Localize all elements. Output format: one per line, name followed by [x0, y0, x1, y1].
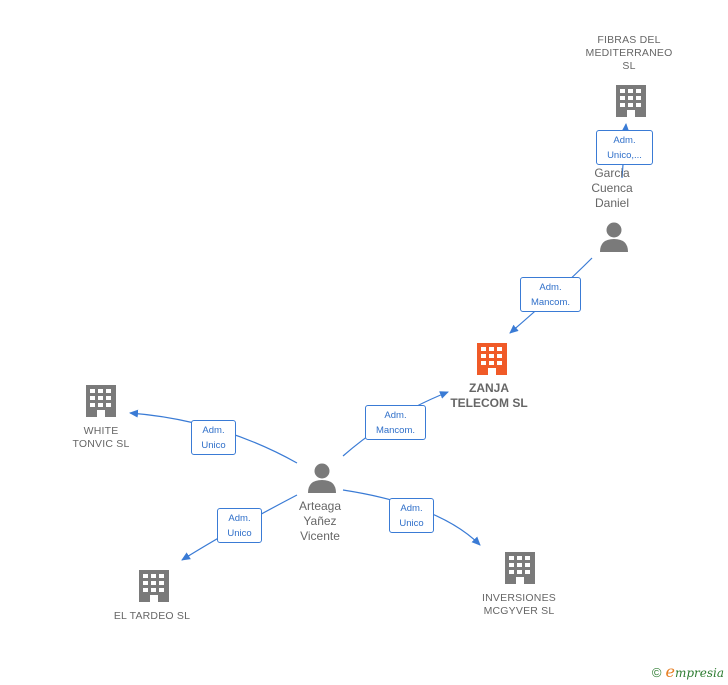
node-label-tardeo[interactable]: EL TARDEO SL [113, 610, 191, 622]
building-icon [505, 552, 535, 584]
node-label-arteaga[interactable]: Arteaga Yañez Vicente [298, 499, 342, 543]
building-icon [616, 85, 646, 117]
edge-label-garcia-fibras[interactable]: Adm. Unico,... [596, 130, 653, 165]
brand-name: mpresia [674, 666, 724, 680]
node-label-fibras[interactable]: FIBRAS DEL MEDITERRANEO SL [585, 34, 673, 72]
person-icon [600, 222, 628, 252]
edge-label-arteaga-mcgyver[interactable]: Adm. Unico [389, 498, 434, 533]
person-icon [308, 463, 336, 493]
edge-label-arteaga-white[interactable]: Adm. Unico [191, 420, 236, 455]
node-label-white[interactable]: WHITE TONVIC SL [72, 425, 130, 450]
node-label-zanja[interactable]: ZANJA TELECOM SL [450, 381, 528, 410]
building-icon-focus [477, 343, 507, 375]
brand-initial: e [665, 662, 675, 681]
node-label-mcgyver[interactable]: INVERSIONES MCGYVER SL [482, 592, 556, 617]
building-icon [139, 570, 169, 602]
copyright-icon: © [651, 665, 662, 680]
edge-label-arteaga-tardeo[interactable]: Adm. Unico [217, 508, 262, 543]
copyright-brand: ©empresia [652, 662, 724, 681]
edge-label-garcia-zanja[interactable]: Adm. Mancom. [520, 277, 581, 312]
building-icon [86, 385, 116, 417]
edge-label-arteaga-zanja[interactable]: Adm. Mancom. [365, 405, 426, 440]
node-label-garcia[interactable]: Garcia Cuenca Daniel [591, 166, 633, 210]
